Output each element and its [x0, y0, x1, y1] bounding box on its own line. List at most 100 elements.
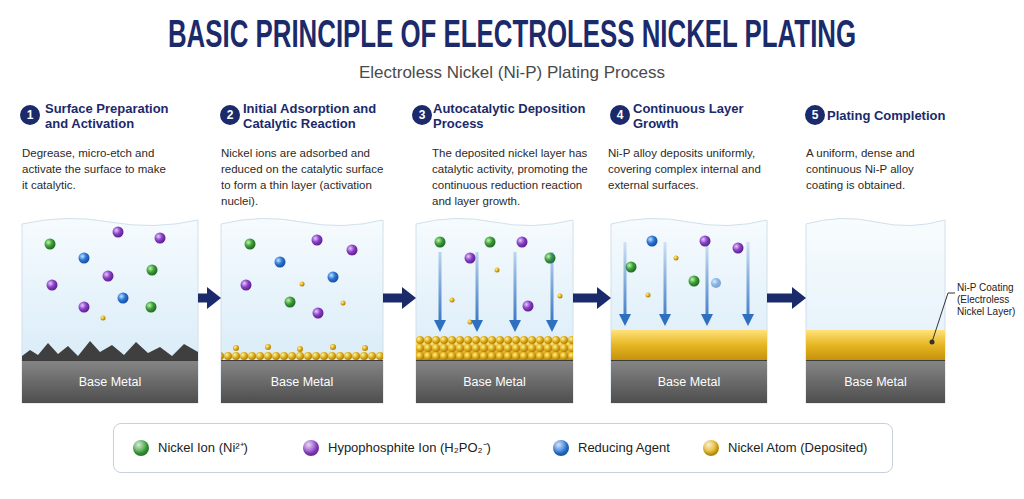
nickel-ion [435, 237, 446, 248]
legend-label: Nickel Ion (Ni²⁺) [158, 424, 248, 472]
plating-solution [416, 218, 573, 403]
step-number: 1 [20, 105, 40, 125]
reducing-agent [328, 272, 339, 283]
flow-arrow [573, 294, 601, 303]
base-metal-block: Base Metal [806, 360, 945, 403]
nickel-atom [233, 345, 239, 351]
legend-label: Nickel Atom (Deposited) [728, 424, 867, 472]
hypophosphite-ion [313, 308, 324, 319]
nickel-atom [330, 344, 336, 350]
leader-line [932, 293, 955, 342]
process-panel: Surface Preparation and ActivationDegrea… [22, 215, 198, 403]
nickel-ion [626, 262, 637, 273]
step-number: 2 [220, 105, 240, 125]
nickel-atom [265, 344, 271, 350]
nickel-ion [245, 239, 256, 250]
reducing-agent [275, 257, 286, 268]
deposition-arrow [747, 242, 750, 316]
deposition-arrow [476, 252, 479, 322]
legend-swatch [553, 440, 569, 456]
hypophosphite-ion [103, 271, 114, 282]
base-metal-block: Base Metal [22, 360, 198, 403]
step-number: 4 [610, 105, 630, 125]
process-panel: Continuous Layer GrowthNi-P alloy deposi… [611, 215, 767, 403]
leader-dot [930, 340, 935, 345]
legend-swatch [303, 440, 319, 456]
legend-box: Nickel Ion (Ni²⁺) Hypophosphite Ion (H₂PO… [113, 423, 893, 473]
reducing-agent [647, 236, 658, 247]
nickel-atom [468, 320, 473, 325]
nickel-atom [450, 298, 455, 303]
rough-surface [22, 341, 198, 362]
callout-label: Ni-P Coating (Electroless Nickel Layer) [957, 282, 1024, 318]
base-metal-block: Base Metal [611, 360, 767, 403]
step-number-text: 3 [412, 105, 432, 125]
diagram-title: BASIC PRINCIPLE OF ELECTROLESS NICKEL PL… [164, 12, 860, 56]
legend-label: Reducing Agent [578, 424, 670, 472]
process-panel: Initial Adsorption and Catalytic Reactio… [221, 215, 383, 403]
plating-solution [22, 218, 198, 403]
flow-arrow [383, 294, 406, 303]
deposition-arrow [514, 252, 517, 322]
nickel-ion [146, 302, 157, 313]
nickel-ion [545, 253, 556, 264]
hypophosphite-ion [733, 243, 744, 254]
nickel-atom [297, 346, 303, 352]
base-metal-label: Base Metal [611, 361, 767, 404]
step-number-text: 4 [610, 105, 630, 125]
step-description: Nickel ions are adsorbed and reduced on … [221, 145, 393, 209]
nickel-layer [611, 330, 767, 360]
nickel-ion [147, 265, 158, 276]
plating-solution [611, 218, 767, 403]
nickel-ion [285, 297, 296, 308]
plating-solution [221, 218, 383, 403]
base-metal-label: Base Metal [806, 361, 945, 404]
base-metal-label: Base Metal [221, 361, 383, 404]
process-panel: Plating CompletionA uniform, dense and c… [806, 215, 945, 403]
step-number-text: 5 [805, 105, 825, 125]
hypophosphite-ion [47, 280, 58, 291]
flow-arrow [767, 294, 796, 303]
nickel-atom [558, 294, 563, 299]
base-metal-block: Base Metal [416, 360, 573, 403]
deposition-arrow [664, 242, 667, 316]
nickel-ion [689, 276, 700, 287]
hypophosphite-ion [700, 236, 711, 247]
process-panel: Autocatalytic Deposition ProcessThe depo… [416, 215, 573, 403]
legend-label: Hypophosphite Ion (H₂PO₂⁻) [328, 424, 491, 472]
step-heading: Continuous Layer Growth [633, 101, 773, 131]
nickel-ion [45, 239, 56, 250]
nickel-layer [806, 330, 945, 360]
nickel-atom [300, 282, 305, 287]
deposition-arrow [551, 252, 554, 322]
growing-layer [416, 336, 573, 360]
step-heading: Surface Preparation and Activation [45, 101, 185, 131]
legend-swatch [703, 440, 719, 456]
deposition-arrow [439, 252, 442, 322]
reducing-agent [118, 293, 129, 304]
nickel-atom [101, 316, 106, 321]
legend-swatch [133, 440, 149, 456]
step-description: The deposited nickel layer has catalytic… [432, 145, 600, 209]
step-heading: Initial Adsorption and Catalytic Reactio… [243, 101, 393, 131]
nickel-atom [646, 293, 651, 298]
step-number-text: 2 [220, 105, 240, 125]
base-metal-block: Base Metal [221, 360, 383, 403]
flow-arrow [198, 294, 211, 303]
deposition-arrow [706, 242, 709, 316]
step-description: Degrease, micro-etch and activate the su… [22, 145, 172, 193]
step-heading: Autocatalytic Deposition Process [433, 101, 593, 131]
nickel-ion [485, 237, 496, 248]
hypophosphite-ion [312, 235, 323, 246]
hypophosphite-ion [155, 233, 166, 244]
growing-layer [416, 342, 573, 360]
reducing-agent [79, 253, 90, 264]
step-description: Ni-P alloy deposits uniformly, covering … [608, 145, 780, 193]
step-description: A uniform, dense and continuous Ni-P all… [806, 145, 934, 193]
step-number-text: 1 [20, 105, 40, 125]
hypophosphite-ion [523, 301, 534, 312]
hypophosphite-ion [347, 245, 358, 256]
hypophosphite-ion [517, 237, 528, 248]
plating-solution [806, 218, 945, 403]
hypophosphite-ion [113, 227, 124, 238]
